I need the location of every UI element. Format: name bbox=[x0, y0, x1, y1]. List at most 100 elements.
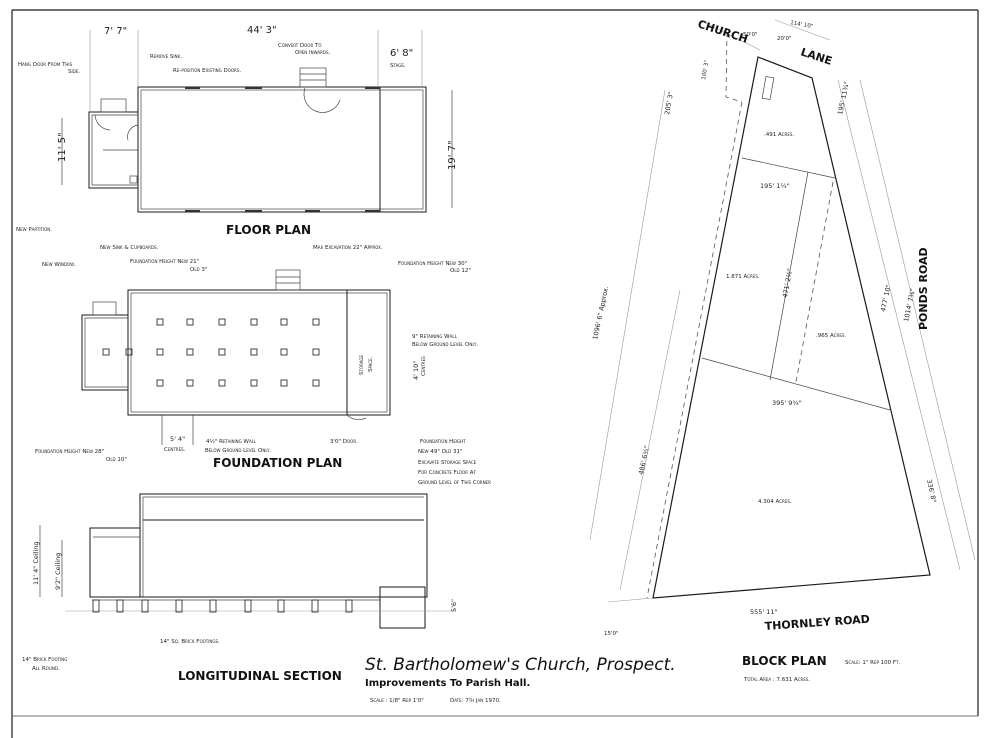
note-new-sink: New Sink & Cupboards. bbox=[100, 245, 158, 251]
note-retaining-4-5: 4½" Retaining Wall bbox=[206, 438, 257, 445]
pier-footing bbox=[312, 318, 320, 326]
block-plan: CHURCH LANE PONDS ROAD THORNLEY ROAD 50'… bbox=[589, 17, 976, 683]
note-convert-door-2: Open Inwards. bbox=[295, 50, 330, 56]
area-3: .965 Acres. bbox=[816, 333, 846, 339]
note-door: 3'0" Door. bbox=[330, 439, 358, 445]
section-pier bbox=[277, 599, 285, 613]
note-sq-footings: 14" Sq. Brick Footings. bbox=[160, 639, 220, 645]
area-1: .491 Acres. bbox=[764, 132, 794, 138]
section-pier bbox=[116, 599, 124, 613]
pier-footing bbox=[156, 348, 164, 356]
stage-label: Stage. bbox=[390, 63, 406, 69]
section-pier bbox=[244, 599, 252, 613]
title-block: St. Bartholomew's Church, Prospect. Impr… bbox=[365, 655, 676, 704]
road-lane: LANE bbox=[799, 45, 834, 67]
dim-1096: 1096' 6" Approx. bbox=[591, 285, 610, 340]
dim-555: 555' 11" bbox=[750, 608, 778, 616]
floor-plan: 7' 7" 44' 3" 6' 8" Stage. 11' 5" 19' 7" … bbox=[16, 25, 458, 268]
dim-centres-4-10: 4' 10" bbox=[412, 361, 420, 380]
foundation-plan-title: FOUNDATION PLAN bbox=[213, 456, 342, 470]
drawing-date: Date: 7th Jan 1970. bbox=[450, 698, 501, 704]
note-hang-door: Hang Door From This bbox=[18, 62, 73, 68]
pier-footing bbox=[250, 379, 258, 387]
pier-footing bbox=[102, 348, 110, 356]
block-plan-scale: Scale: 1" Rep 100 Ft. bbox=[845, 660, 901, 666]
road-thornley: THORNLEY ROAD bbox=[764, 613, 870, 633]
dim-336: 336' 8" bbox=[925, 479, 938, 504]
pier-footing bbox=[156, 318, 164, 326]
dim-ceiling-low: 9'2" Ceiling bbox=[54, 553, 62, 590]
note-foundation-height-d: Foundation Height bbox=[420, 439, 466, 445]
drawing-subtitle: Improvements To Parish Hall. bbox=[365, 678, 530, 689]
dim-205: 205' 3" bbox=[663, 91, 675, 115]
pier-footing bbox=[125, 348, 133, 356]
dim-195a: 195' 11¾" bbox=[836, 81, 851, 116]
floor-plan-title: FLOOR PLAN bbox=[226, 223, 311, 237]
dim-1014: 1014' 7⅜" bbox=[902, 288, 917, 323]
dim-centres-5-4: 5' 4" bbox=[170, 435, 185, 443]
section-pier bbox=[311, 599, 319, 613]
centres-label: Centres bbox=[421, 356, 427, 376]
dim-477: 477' 10" bbox=[879, 284, 893, 313]
area-4: 4.304 Acres. bbox=[758, 499, 792, 505]
note-excavate-2: For Concrete Floor At bbox=[418, 470, 476, 476]
dim-20: 20'0" bbox=[777, 36, 792, 42]
dim-hall-width: 19' 7" bbox=[447, 140, 458, 170]
dim-50: 50'0" bbox=[743, 32, 758, 38]
foundation-plan: Foundation Height New 30" Old 12" Founda… bbox=[35, 259, 491, 486]
dim-annex-depth: 11' 5" bbox=[57, 132, 68, 162]
storage-space-label: Storage bbox=[359, 355, 365, 375]
note-reposition-doors: Re-position Existing Doors. bbox=[173, 68, 241, 74]
note-excavate-3: Ground Level of This Corner bbox=[418, 480, 491, 486]
note-new-window: New Window. bbox=[42, 262, 76, 268]
note-new-partition: New Partition. bbox=[16, 227, 52, 233]
note-hang-door-2: Side. bbox=[68, 69, 80, 75]
note-foundation-height-c: Foundation Height New 28" bbox=[35, 449, 104, 455]
road-church: CHURCH bbox=[696, 17, 749, 45]
dim-100: 100' 3" bbox=[701, 60, 710, 81]
note-foundation-height-b-2: Old 12" bbox=[450, 268, 471, 274]
pier-footing bbox=[250, 318, 258, 326]
note-foundation-height-c-2: Old 10" bbox=[106, 457, 127, 463]
note-remove-sink: Remove Sink. bbox=[150, 54, 182, 60]
dim-114: 114' 10" bbox=[790, 20, 814, 30]
longitudinal-section: 11' 4" Ceiling 9'2" Ceiling 5'6" 14" Sq.… bbox=[22, 493, 458, 683]
dim-annex-width: 7' 7" bbox=[104, 26, 127, 37]
block-plan-total-area: Total Area : 7.631 Acres. bbox=[743, 677, 810, 683]
dim-ceiling-high: 11' 4" Ceiling bbox=[32, 541, 40, 585]
note-foundation-height-d-2: New 49" Old 31" bbox=[418, 449, 463, 455]
pier-footing bbox=[186, 379, 194, 387]
section-pier bbox=[209, 599, 217, 613]
centres-label-2: Centres. bbox=[164, 447, 186, 453]
pier-footings bbox=[102, 318, 320, 387]
pier-footing bbox=[280, 348, 288, 356]
pier-footing bbox=[218, 348, 226, 356]
pier-footing bbox=[312, 379, 320, 387]
note-retaining-9-2: Below Ground Level Only. bbox=[412, 342, 478, 348]
note-excavate: Excavate Storage Space bbox=[418, 460, 477, 466]
dim-471: 471' 2½" bbox=[781, 268, 794, 299]
note-max-excavation: Max Excavation 22" Approx. bbox=[313, 245, 383, 251]
pier-footing bbox=[312, 348, 320, 356]
pier-footing bbox=[218, 318, 226, 326]
pier-footing bbox=[186, 318, 194, 326]
note-footing-all-round: 14" Brick Footing bbox=[22, 657, 67, 663]
section-piers bbox=[92, 599, 353, 613]
section-pier bbox=[141, 599, 149, 613]
section-title: LONGITUDINAL SECTION bbox=[178, 669, 342, 683]
pier-footing bbox=[280, 318, 288, 326]
note-convert-door: Convert Door To bbox=[278, 43, 322, 49]
storage-space-label-2: Space. bbox=[368, 356, 374, 372]
note-foundation-height-b: Foundation Height New 30" bbox=[398, 261, 467, 267]
note-footing-all-round-2: All Round. bbox=[32, 666, 60, 672]
pier-footing bbox=[218, 379, 226, 387]
road-ponds: PONDS ROAD bbox=[917, 247, 930, 330]
drawing-scale: Scale : 1/8" Rep 1'0" bbox=[370, 698, 424, 704]
note-foundation-height-a: Foundation Height New 21" bbox=[130, 259, 199, 265]
pier-footing bbox=[156, 379, 164, 387]
site-boundary bbox=[652, 56, 931, 599]
section-pier bbox=[345, 599, 353, 613]
area-2: 1.871 Acres. bbox=[726, 274, 760, 280]
dim-storage-height: 5'6" bbox=[450, 599, 458, 612]
